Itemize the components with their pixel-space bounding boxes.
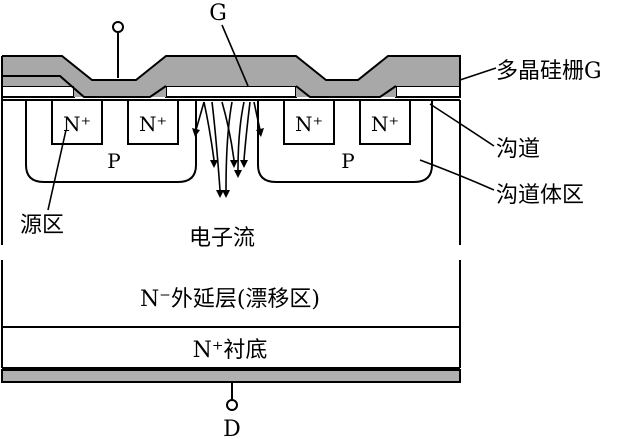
drain-metal [1, 369, 461, 383]
electron-flow-arrowheads [192, 128, 264, 198]
gate-terminal-label: G [209, 1, 227, 26]
n-plus-region-2 [127, 99, 179, 145]
channel-body-leader [419, 159, 495, 191]
electron-flow-label: 电子流 [189, 226, 255, 251]
leader-lines [47, 24, 497, 211]
n-plus-label-3: N⁺ [295, 112, 323, 136]
poly-gate-segment-center [165, 85, 297, 98]
n-plus-region-1 [51, 99, 103, 145]
source-metal-outline [2, 55, 461, 86]
gate-leader [221, 24, 249, 87]
n-plus-label-1: N⁺ [63, 112, 91, 136]
drain-terminal-circle [226, 399, 238, 411]
n-plus-label-2: N⁺ [139, 112, 167, 136]
source-region-label: 源区 [20, 213, 64, 238]
substrate-label: N⁺衬底 [193, 338, 268, 363]
poly-gate-segment-right [395, 85, 461, 98]
poly-gate-label: 多晶硅栅G [496, 59, 602, 84]
source-metal-layer [2, 56, 460, 97]
channel-body-label: 沟道体区 [496, 183, 584, 208]
source-terminal-circle [112, 21, 124, 33]
source-metal-underside [2, 75, 397, 98]
electron-flow-arrows [195, 101, 261, 191]
p-body-left [25, 100, 197, 183]
epi-layer-label: N⁻外延层(漂移区) [140, 287, 320, 312]
p-body-right [257, 100, 433, 183]
n-plus-region-3 [283, 99, 335, 145]
n-plus-label-4: N⁺ [371, 112, 399, 136]
p-label-left: P [107, 149, 120, 173]
poly-gate-leader [459, 67, 497, 81]
poly-gate-segment-left [1, 85, 75, 98]
drain-terminal-label: D [223, 417, 241, 439]
p-label-right: P [341, 149, 354, 173]
channel-leader [429, 103, 495, 147]
channel-label: 沟道 [496, 137, 540, 162]
source-region-leader [47, 129, 67, 211]
